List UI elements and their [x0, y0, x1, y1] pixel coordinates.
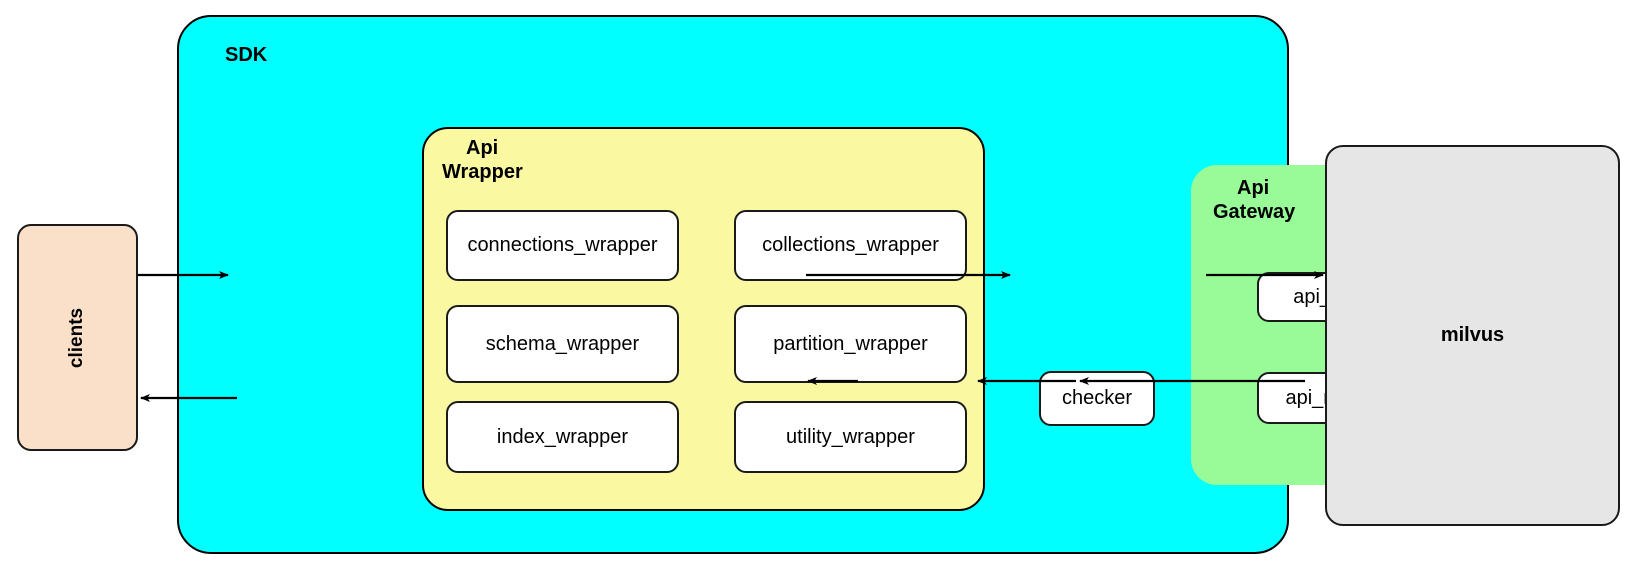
- card-connections-wrapper[interactable]: connections_wrapper: [446, 210, 679, 281]
- card-schema-wrapper[interactable]: schema_wrapper: [446, 305, 679, 383]
- api-wrapper-label-line2: Wrapper: [442, 160, 523, 183]
- sdk-container[interactable]: SDK Api Wrapper connections_wrapper coll…: [177, 15, 1434, 554]
- api-gateway-label-line1: Api: [1237, 177, 1270, 199]
- api-wrapper-container[interactable]: Api Wrapper connections_wrapper collecti…: [422, 127, 985, 511]
- card-checker[interactable]: checker: [1039, 371, 1155, 426]
- card-index-wrapper[interactable]: index_wrapper: [446, 401, 679, 473]
- milvus-label: milvus: [1440, 324, 1505, 346]
- api-wrapper-label-line1: Api: [466, 137, 499, 159]
- api-gateway-label: Api Gateway: [1213, 177, 1295, 224]
- sdk-label: SDK: [225, 44, 268, 66]
- api-gateway-label-line2: Gateway: [1213, 200, 1296, 223]
- card-collections-wrapper[interactable]: collections_wrapper: [734, 210, 967, 281]
- clients-node[interactable]: clients: [17, 224, 138, 451]
- card-utility-wrapper[interactable]: utility_wrapper: [734, 401, 967, 473]
- api-wrapper-label: Api Wrapper: [442, 137, 523, 184]
- milvus-node[interactable]: milvus: [1325, 145, 1620, 526]
- clients-label: clients: [66, 307, 88, 368]
- card-partition-wrapper[interactable]: partition_wrapper: [734, 305, 967, 383]
